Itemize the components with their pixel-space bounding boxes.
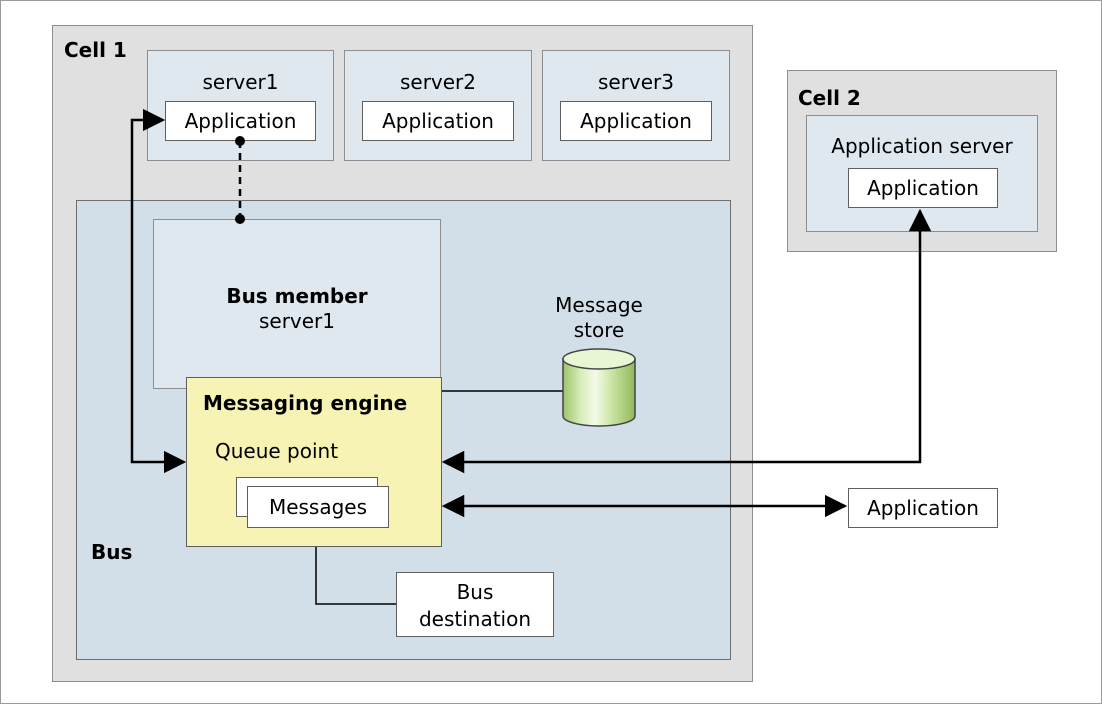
bus-destination-line2: destination — [418, 607, 532, 631]
bus-label: Bus — [91, 540, 133, 564]
connector-dot-bottom — [235, 214, 245, 224]
server3-application: Application — [560, 101, 712, 141]
connector-dot-top — [235, 136, 245, 146]
server2-application: Application — [362, 101, 514, 141]
cell-1-label: Cell 1 — [64, 38, 127, 62]
external-application: Application — [848, 488, 998, 528]
cell-2-application: Application — [848, 168, 998, 208]
bus-destination-line1: Bus — [456, 580, 494, 604]
messages-box: Messages — [247, 486, 389, 528]
server1-application: Application — [165, 101, 316, 141]
application-server-label: Application server — [831, 134, 1013, 158]
bus-member-server: server1 — [258, 309, 336, 333]
queue-point-label: Queue point — [215, 439, 339, 463]
cell-2-label: Cell 2 — [798, 86, 861, 110]
bus-member-title: Bus member — [226, 284, 368, 308]
destination-connector — [315, 547, 396, 605]
engine-cell2-arrow — [441, 208, 932, 474]
server3-label: server3 — [597, 70, 675, 94]
server1-label: server1 — [202, 70, 279, 94]
bus-destination-box — [396, 572, 554, 637]
server1-engine-arrow — [130, 108, 187, 474]
bus-member-box — [153, 219, 441, 389]
message-store-icon — [562, 348, 636, 427]
server2-label: server2 — [399, 70, 477, 94]
messaging-engine-title: Messaging engine — [203, 391, 408, 415]
